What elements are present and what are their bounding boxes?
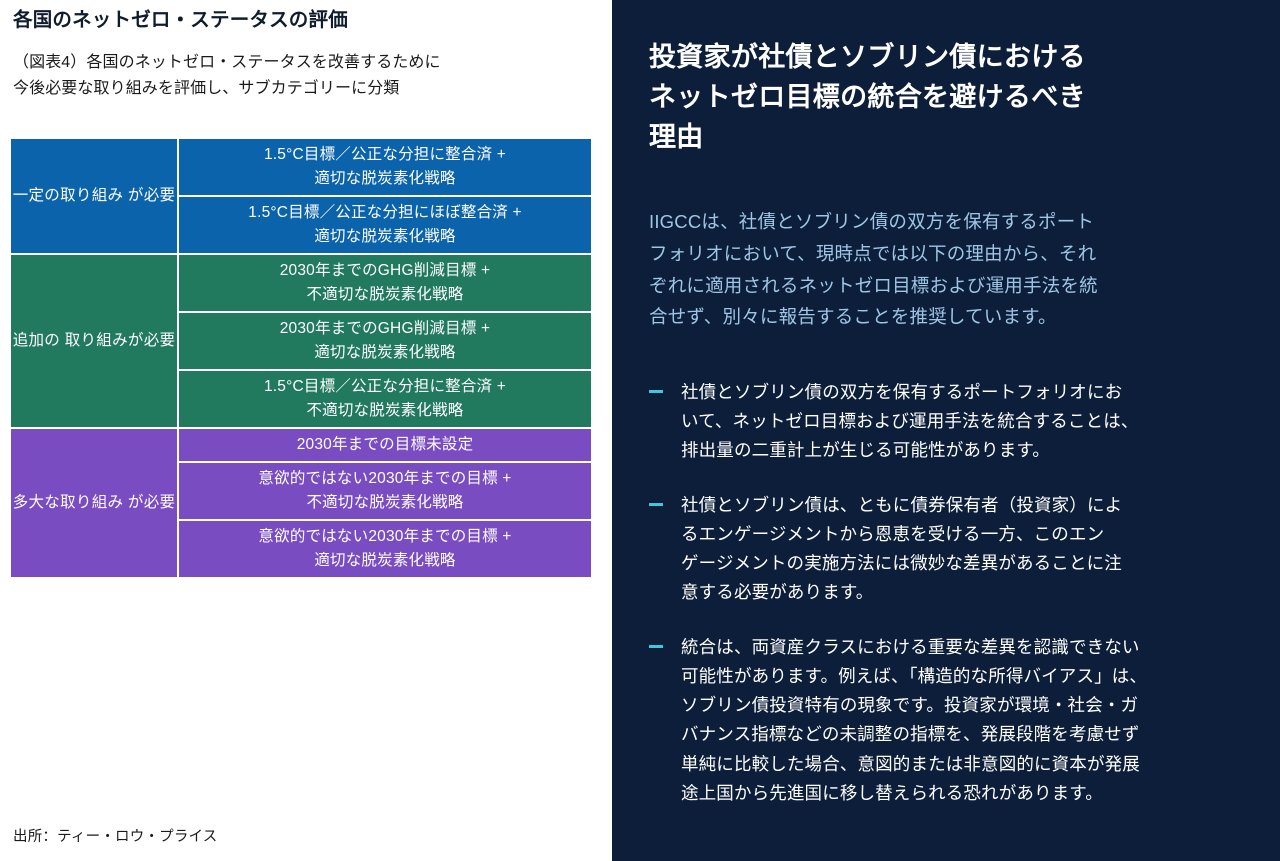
band-label-line-1: 追加の: [12, 332, 61, 350]
table-cell-line: 1.5°C目標／公正な分担に整合済 +: [263, 146, 507, 163]
callout-heading: 投資家が社債とソブリン債における ネットゼロ目標の統合を避けるべき 理由: [649, 38, 1249, 158]
table-row: 1.5°C目標／公正な分担にほぼ整合済 + 適切な脱炭素化戦略: [179, 197, 591, 254]
table-cell-line: 2030年までのGHG削減目標 +: [279, 262, 491, 280]
table-band-additional-progress: 追加の 取り組みが必要 2030年までのGHG削減目標 + 不適切な脱炭素化戦略…: [11, 255, 591, 430]
table-cell-line: 不適切な脱炭素化戦略: [306, 402, 464, 420]
bullet-text: 社債とソブリン債は、ともに債券保有者（投資家）によ るエンゲージメントから恩恵を…: [681, 491, 1259, 607]
band-label-line-1: 一定の取り組み: [12, 187, 124, 205]
callout-heading-line-1: 投資家が社債とソブリン債における: [649, 42, 1086, 72]
bullet-text: 社債とソブリン債の双方を保有するポートフォリオにお いて、ネットゼロ目標および運…: [681, 378, 1259, 465]
bullet-line: 可能性があります。例えば、「構造的な所得バイアス」は、: [681, 666, 1148, 687]
table-cell-line: 適切な脱炭素化戦略: [314, 170, 456, 188]
callout-heading-line-2: ネットゼロ目標の統合を避けるべき: [649, 81, 1086, 112]
callout-intro-line-3: ぞれに適用されるネットゼロ目標および運用手法を統: [649, 274, 1098, 296]
table-cell-line: 不適切な脱炭素化戦略: [306, 494, 464, 512]
dash-bullet-icon: [649, 503, 663, 507]
callout-intro-line-4: 合せず、別々に報告することを推奨しています。: [649, 306, 1057, 328]
bullet-line: 排出量の二重計上が生じる可能性があります。: [681, 440, 1050, 461]
band-label-additional-progress: 追加の 取り組みが必要: [11, 255, 179, 428]
band-label-significant-progress: 多大な取り組み が必要: [11, 429, 179, 578]
exhibit-subtitle-line-2: 今後必要な取り組みを評価し、サブカテゴリーに分類: [13, 79, 400, 97]
table-cell-line: 適切な脱炭素化戦略: [314, 344, 456, 362]
table-cell-line: 意欲的ではない2030年までの目標 +: [258, 470, 512, 488]
table-row: 1.5°C目標／公正な分担に整合済 + 適切な脱炭素化戦略: [179, 139, 591, 198]
bullet-line: 単純に比較した場合、意図的または非意図的に資本が発展: [681, 753, 1140, 774]
callout-panel: 投資家が社債とソブリン債における ネットゼロ目標の統合を避けるべき 理由 IIG…: [612, 0, 1280, 861]
band-label-line-2: 取り組みが必要: [64, 332, 176, 350]
table-cell-line: 1.5°C目標／公正な分担に整合済 +: [263, 378, 507, 396]
band-rows-significant-progress: 2030年までの目標未設定 意欲的ではない2030年までの目標 + 不適切な脱炭…: [179, 429, 591, 578]
table-row: 意欲的ではない2030年までの目標 + 適切な脱炭素化戦略: [179, 521, 591, 578]
bullet-line: いて、ネットゼロ目標および運用手法を統合することは、: [681, 411, 1139, 432]
table-band-significant-progress: 多大な取り組み が必要 2030年までの目標未設定 意欲的ではない2030年まで…: [11, 429, 591, 578]
list-item: 社債とソブリン債の双方を保有するポートフォリオにお いて、ネットゼロ目標および運…: [649, 378, 1259, 465]
bullet-line: 社債とソブリン債の双方を保有するポートフォリオにお: [681, 382, 1123, 402]
source-note: 出所：ティー・ロウ・プライス: [13, 829, 218, 845]
exhibit-title: 各国のネットゼロ・ステータスの評価: [13, 9, 348, 31]
bullet-line: 社債とソブリン債は、ともに債券保有者（投資家）によ: [681, 495, 1123, 516]
dash-bullet-icon: [649, 645, 663, 649]
bullet-line: ソブリン債投資特有の現象です。投資家が環境・社会・ガ: [681, 695, 1139, 716]
list-item: 社債とソブリン債は、ともに債券保有者（投資家）によ るエンゲージメントから恩恵を…: [649, 491, 1259, 607]
callout-heading-line-3: 理由: [649, 121, 704, 152]
bullet-line: バナンス指標などの未調整の指標を、発展段階を考慮せず: [681, 724, 1140, 745]
table-row: 意欲的ではない2030年までの目標 + 不適切な脱炭素化戦略: [179, 463, 591, 522]
callout-bullet-list: 社債とソブリン債の双方を保有するポートフォリオにお いて、ネットゼロ目標および運…: [649, 378, 1259, 834]
band-rows-some-progress: 1.5°C目標／公正な分担に整合済 + 適切な脱炭素化戦略 1.5°C目標／公正…: [179, 139, 591, 254]
table-cell-line: 1.5°C目標／公正な分担にほぼ整合済 +: [248, 204, 522, 222]
callout-intro-line-1: IIGCCは、社債とソブリン債の双方を保有するポート: [649, 211, 1095, 232]
net-zero-status-table: 一定の取り組み が必要 1.5°C目標／公正な分担に整合済 + 適切な脱炭素化戦…: [11, 139, 591, 818]
table-row: 2030年までのGHG削減目標 + 適切な脱炭素化戦略: [179, 313, 591, 372]
table-row: 2030年までの目標未設定: [179, 429, 591, 464]
exhibit-subtitle: （図表4）各国のネットゼロ・ステータスを改善するために 今後必要な取り組みを評価…: [13, 50, 598, 102]
callout-intro-line-2: フォリオにおいて、現時点では以下の理由から、それ: [649, 242, 1097, 264]
exhibit-panel: 各国のネットゼロ・ステータスの評価 （図表4）各国のネットゼロ・ステータスを改善…: [0, 0, 610, 861]
table-cell-line: 意欲的ではない2030年までの目標 +: [258, 528, 512, 546]
band-label-line-1: 多大な取り組み: [12, 494, 124, 512]
exhibit-subtitle-line-1: （図表4）各国のネットゼロ・ステータスを改善するために: [13, 54, 441, 71]
table-row: 1.5°C目標／公正な分担に整合済 + 不適切な脱炭素化戦略: [179, 371, 591, 428]
table-band-some-progress: 一定の取り組み が必要 1.5°C目標／公正な分担に整合済 + 適切な脱炭素化戦…: [11, 139, 591, 256]
bullet-line: 途上国から先進国に移し替えられる恐れがあります。: [681, 782, 1103, 803]
band-rows-additional-progress: 2030年までのGHG削減目標 + 不適切な脱炭素化戦略 2030年までのGHG…: [179, 255, 591, 428]
bullet-line: 統合は、両資産クラスにおける重要な差異を認識できない: [681, 637, 1140, 658]
table-cell-line: 不適切な脱炭素化戦略: [306, 286, 464, 304]
bullet-text: 統合は、両資産クラスにおける重要な差異を認識できない 可能性があります。例えば、…: [681, 633, 1259, 807]
list-item: 統合は、両資産クラスにおける重要な差異を認識できない 可能性があります。例えば、…: [649, 633, 1259, 807]
bullet-line: るエンゲージメントから恩恵を受ける一方、このエン: [681, 524, 1105, 545]
bullet-line: ゲージメントの実施方法には微妙な差異があることに注: [681, 553, 1122, 574]
table-row: 2030年までのGHG削減目標 + 不適切な脱炭素化戦略: [179, 255, 591, 314]
table-cell-line: 2030年までの目標未設定: [296, 436, 474, 454]
callout-intro-paragraph: IIGCCは、社債とソブリン債の双方を保有するポート フォリオにおいて、現時点で…: [649, 206, 1254, 333]
dash-bullet-icon: [649, 390, 663, 393]
band-label-line-2: が必要: [127, 187, 176, 205]
table-cell-line: 適切な脱炭素化戦略: [314, 228, 456, 246]
table-cell-line: 適切な脱炭素化戦略: [314, 552, 456, 570]
band-label-line-2: が必要: [127, 494, 176, 512]
table-cell-line: 2030年までのGHG削減目標 +: [279, 320, 491, 338]
band-label-some-progress: 一定の取り組み が必要: [11, 139, 179, 254]
bullet-line: 意する必要があります。: [681, 582, 874, 603]
